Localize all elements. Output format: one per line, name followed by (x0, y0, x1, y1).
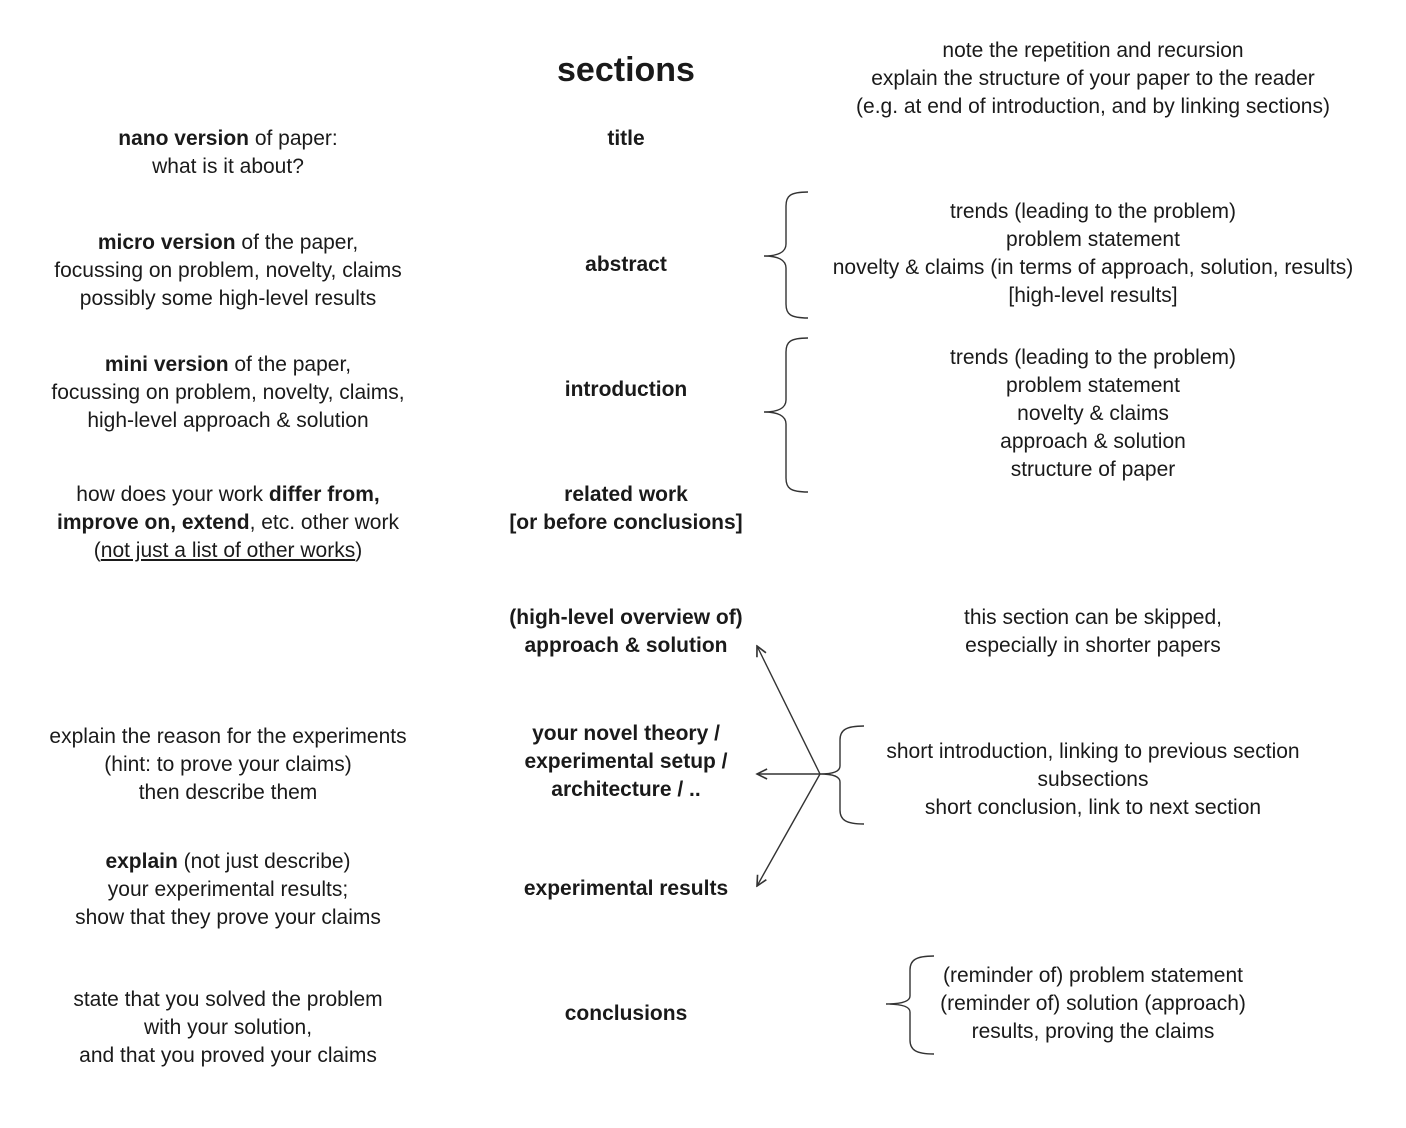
introduction-brace (763, 337, 809, 493)
bold-term: differ from, (268, 483, 380, 506)
underlined-text: not just a list of other works (100, 539, 356, 562)
section-abstract: abstract (585, 253, 667, 276)
text-run: ) (355, 539, 363, 562)
abstract-brace (763, 191, 809, 319)
skip-note: this section can be skipped, especially … (800, 604, 1386, 660)
sections-heading: sections (557, 51, 695, 89)
left-line: and that you proved your claims (79, 1044, 377, 1067)
section-line: [or before conclusions] (509, 511, 743, 534)
introduction-contents: trends (leading to the problem) problem … (800, 344, 1386, 484)
note-line: note the repetition and recursion (942, 39, 1244, 62)
note-line: explain the structure of your paper to t… (871, 67, 1315, 90)
section-introduction: introduction (564, 378, 688, 401)
section-theory: your novel theory / experimental setup /… (476, 720, 776, 804)
right-line: (reminder of) solution (approach) (940, 992, 1246, 1015)
text-run: how does your work (76, 483, 269, 506)
structure-note: note the repetition and recursion explai… (793, 37, 1393, 121)
section-overview: (high-level overview of) approach & solu… (476, 604, 776, 660)
text-run: , etc. other work (249, 511, 399, 534)
section-line: experimental setup / (524, 750, 728, 773)
left-line: how does your work differ from, (8, 481, 448, 509)
section-line: approach & solution (524, 634, 728, 657)
text-run: of the paper, (228, 353, 352, 376)
right-line: subsections (1037, 768, 1149, 791)
right-line: especially in shorter papers (965, 634, 1221, 657)
bold-term: improve on, extend (57, 511, 250, 534)
left-line: focussing on problem, novelty, claims, (51, 381, 405, 404)
right-line: [high-level results] (1008, 284, 1178, 307)
left-line: improve on, extend, etc. other work (8, 509, 448, 537)
section-line: related work (564, 483, 688, 506)
left-line: state that you solved the problem (73, 988, 383, 1011)
left-micro: micro version of the paper, focussing on… (8, 229, 448, 313)
left-experiments: explain the reason for the experiments (… (8, 723, 448, 807)
bold-term: nano version (118, 127, 249, 150)
left-line: show that they prove your claims (75, 906, 381, 929)
left-line: high-level approach & solution (87, 409, 369, 432)
section-title: title (607, 127, 645, 150)
left-line: with your solution, (143, 1016, 313, 1039)
left-mini: mini version of the paper, focussing on … (8, 351, 448, 435)
arrow-to-overview (757, 646, 821, 775)
section-line: architecture / .. (551, 778, 701, 801)
section-conclusions: conclusions (564, 1002, 688, 1025)
right-line: short conclusion, link to next section (924, 796, 1262, 819)
right-line: trends (leading to the problem) (950, 200, 1236, 223)
left-line: explain the reason for the experiments (49, 725, 407, 748)
section-results: experimental results (523, 877, 729, 900)
left-line: (not just a list of other works) (8, 537, 448, 565)
bold-term: micro version (97, 231, 236, 254)
left-line: mini version of the paper, (8, 351, 448, 379)
abstract-contents: trends (leading to the problem) problem … (800, 198, 1386, 310)
right-line: novelty & claims (1017, 402, 1169, 425)
left-conclude: state that you solved the problem with y… (8, 986, 448, 1070)
left-explain: explain (not just describe) your experim… (8, 848, 448, 932)
text-run: of the paper, (235, 231, 359, 254)
right-line: (reminder of) problem statement (943, 964, 1243, 987)
right-line: this section can be skipped, (964, 606, 1222, 629)
left-line: explain (not just describe) (8, 848, 448, 876)
conclusion-brace (885, 955, 935, 1055)
section-related-work: related work [or before conclusions] (476, 481, 776, 537)
left-line: focussing on problem, novelty, claims (54, 259, 402, 282)
arrow-to-results (757, 773, 821, 886)
note-line: (e.g. at end of introduction, and by lin… (856, 95, 1330, 118)
bold-term: explain (105, 850, 178, 873)
section-line: (high-level overview of) (509, 606, 743, 629)
left-line: (hint: to prove your claims) (104, 753, 352, 776)
text-run: ( (93, 539, 101, 562)
left-line: then describe them (138, 781, 318, 804)
right-line: structure of paper (1010, 458, 1176, 481)
right-line: problem statement (1006, 374, 1180, 397)
left-line: nano version of paper: (8, 125, 448, 153)
subsection-contents: short introduction, linking to previous … (800, 738, 1386, 822)
conclusion-contents: (reminder of) problem statement (reminde… (800, 962, 1386, 1046)
left-related: how does your work differ from, improve … (8, 481, 448, 565)
left-line: your experimental results; (107, 878, 349, 901)
right-line: short introduction, linking to previous … (886, 740, 1300, 763)
left-nano: nano version of paper: what is it about? (8, 125, 448, 181)
left-line: what is it about? (152, 155, 304, 178)
section-line: your novel theory / (532, 722, 720, 745)
right-line: problem statement (1006, 228, 1180, 251)
right-line: trends (leading to the problem) (950, 346, 1236, 369)
text-run: of paper: (248, 127, 338, 150)
right-line: results, proving the claims (971, 1020, 1215, 1043)
bold-term: mini version (104, 353, 229, 376)
text-run: (not just describe) (177, 850, 351, 873)
right-line: approach & solution (1000, 430, 1186, 453)
left-line: possibly some high-level results (79, 287, 377, 310)
right-line: novelty & claims (in terms of approach, … (832, 256, 1354, 279)
left-line: micro version of the paper, (8, 229, 448, 257)
